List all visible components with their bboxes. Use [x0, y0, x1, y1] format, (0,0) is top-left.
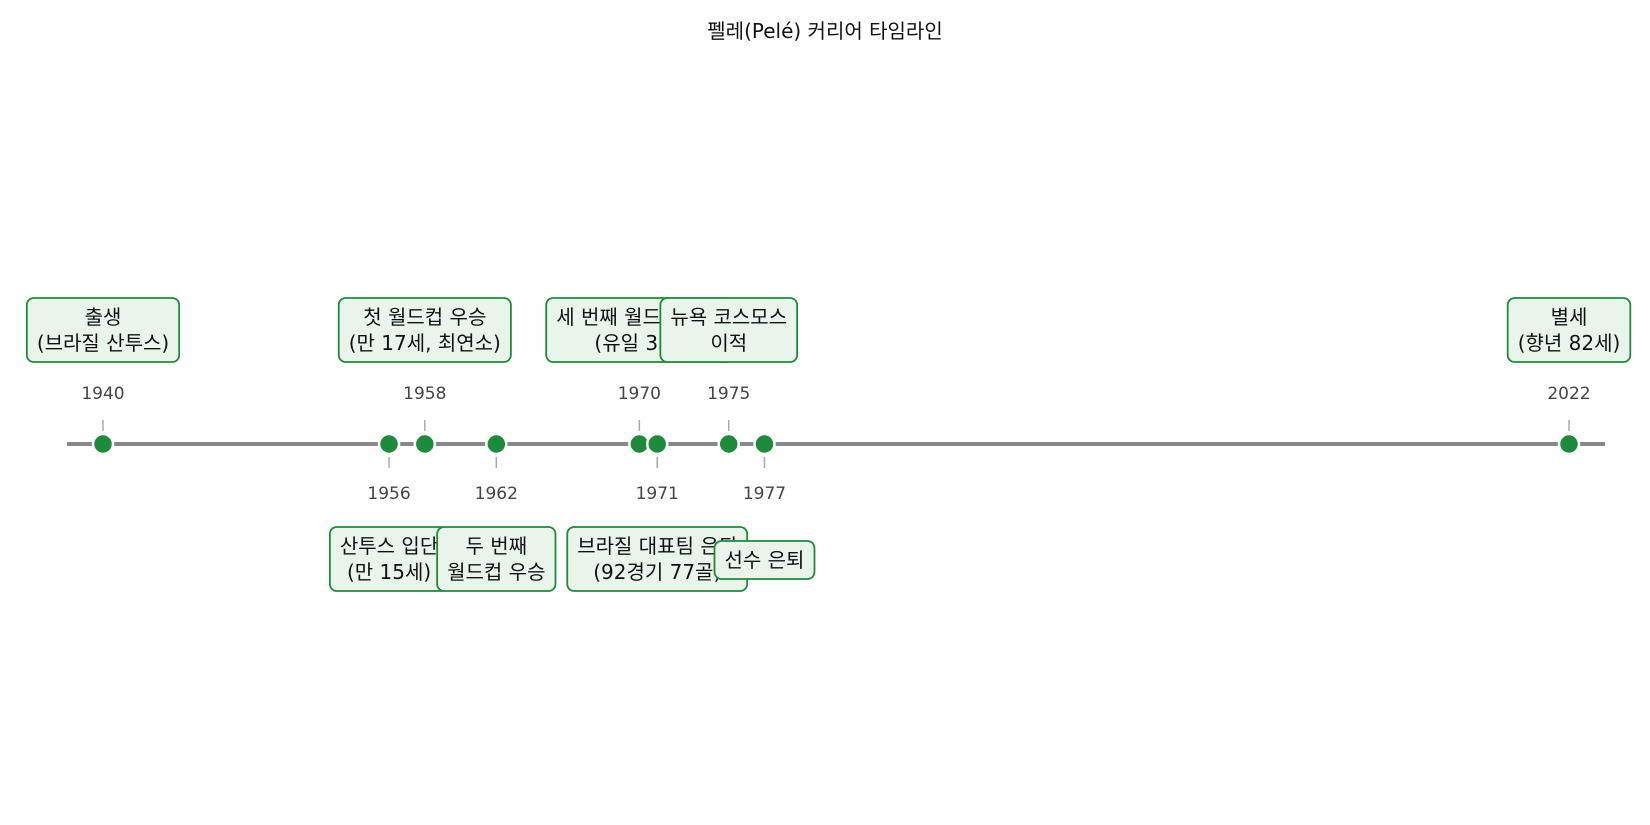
event-label-line: 선수 은퇴 — [725, 548, 805, 572]
event-label-line: 브라질 대표팀 은퇴 — [577, 534, 737, 558]
timeline-event: 2022 별세(향년 82세) — [1506, 297, 1632, 456]
event-label-line: 별세 — [1551, 305, 1588, 329]
event-label-box: 선수 은퇴 — [713, 540, 816, 580]
event-year-label: 1958 — [403, 384, 446, 404]
event-label-line: 이적 — [710, 331, 747, 355]
event-box-frame — [25, 297, 181, 363]
event-year-label: 1975 — [707, 384, 750, 404]
event-box-frame — [659, 297, 799, 363]
event-label-box: 브라질 대표팀 은퇴(92경기 77골) — [566, 526, 749, 592]
timeline-event: 1940 출생(브라질 산투스) — [25, 297, 181, 456]
event-year-label: 1971 — [636, 484, 679, 504]
event-label-line: 뉴욕 코스모스 — [670, 305, 787, 329]
event-label-box: 첫 월드컵 우승(만 17세, 최연소) — [337, 297, 512, 363]
timeline-event: 1977 선수 은퇴 — [713, 432, 816, 580]
event-label-line: (향년 82세) — [1518, 331, 1621, 355]
event-label-box: 산투스 입단(만 15세) — [328, 526, 450, 592]
event-year-label: 1962 — [475, 484, 518, 504]
event-label-line: (만 15세) — [347, 560, 431, 584]
event-label-line: (92경기 77골) — [593, 560, 721, 584]
event-year-label: 1956 — [367, 484, 410, 504]
event-label-line: 산투스 입단 — [340, 534, 438, 558]
event-label-line: 두 번째 — [466, 534, 528, 558]
event-label-line: 월드컵 우승 — [447, 560, 545, 584]
event-box-frame — [1506, 297, 1632, 363]
timeline-event: 1956 산투스 입단(만 15세) — [328, 432, 450, 592]
event-box-frame — [337, 297, 512, 363]
event-label-line: 출생 — [85, 305, 122, 329]
event-marker — [753, 432, 776, 456]
event-marker — [1557, 432, 1581, 456]
timeline-event: 1971 브라질 대표팀 은퇴(92경기 77골) — [566, 432, 749, 592]
event-marker — [645, 432, 669, 456]
event-marker — [377, 432, 401, 456]
event-label-line: (만 17세, 최연소) — [349, 331, 501, 355]
event-label-box: 별세(향년 82세) — [1506, 297, 1632, 363]
event-year-label: 1940 — [81, 384, 124, 404]
event-year-label: 1970 — [618, 384, 661, 404]
events-layer: 1940 출생(브라질 산투스) 1956 산투스 입단(만 15세) 1958 첫 월드… — [25, 297, 1632, 592]
event-year-label: 2022 — [1547, 384, 1590, 404]
timeline-event: 1958 첫 월드컵 우승(만 17세, 최연소) — [337, 297, 512, 456]
chart-title: 펠레(Pelé) 커리어 타임라인 — [707, 19, 942, 43]
event-label-line: 첫 월드컵 우승 — [363, 305, 486, 329]
event-marker — [717, 432, 740, 456]
event-marker — [485, 432, 508, 456]
event-label-box: 출생(브라질 산투스) — [25, 297, 181, 363]
event-year-label: 1977 — [743, 484, 786, 504]
event-box-frame — [713, 540, 816, 580]
event-marker — [91, 432, 115, 456]
event-label-line: (브라질 산투스) — [37, 331, 169, 355]
event-box-frame — [436, 526, 557, 592]
event-marker — [413, 432, 437, 456]
